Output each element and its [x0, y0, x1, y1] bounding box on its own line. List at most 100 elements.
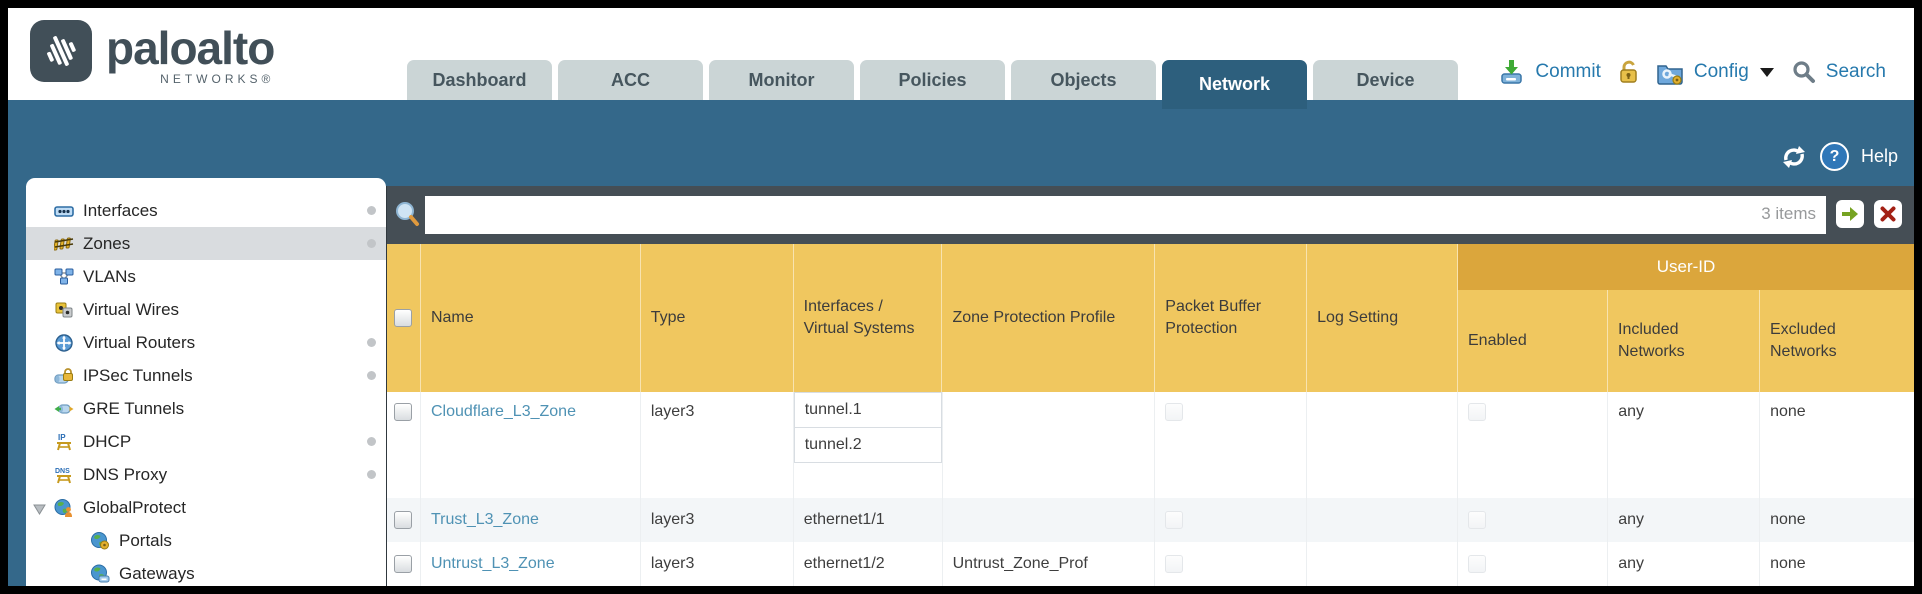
- column-header-zone-protection-profile[interactable]: Zone Protection Profile: [942, 244, 1156, 392]
- zone-interfaces-cell: ethernet1/1: [794, 498, 943, 542]
- clear-filter-button[interactable]: [1874, 200, 1902, 228]
- status-dot: [367, 371, 376, 380]
- items-count: 3 items: [1761, 204, 1816, 223]
- sidebar-item-label: GRE Tunnels: [83, 398, 185, 418]
- search-button[interactable]: Search: [1825, 61, 1886, 82]
- sidebar-item-label: GlobalProtect: [83, 497, 186, 517]
- soundwave-bars-icon: [47, 36, 76, 66]
- sidebar-item-interfaces[interactable]: Interfaces: [26, 194, 386, 227]
- user-id-enabled-cell: [1458, 542, 1609, 586]
- sidebar-item-ipsec-tunnels[interactable]: IPSec Tunnels: [26, 359, 386, 392]
- sidebar-item-dns-proxy[interactable]: DNS DNS Proxy: [26, 458, 386, 491]
- zone-interfaces-cell: ethernet1/2: [794, 542, 943, 586]
- page-frame: paloalto NETWORKS® Dashboard ACC Monitor…: [8, 8, 1914, 586]
- tab-policies[interactable]: Policies: [860, 60, 1005, 100]
- config-button[interactable]: Config: [1693, 61, 1749, 82]
- caret-down-icon[interactable]: [1759, 67, 1774, 77]
- column-header-name[interactable]: Name: [421, 244, 641, 392]
- portals-icon: [90, 531, 110, 551]
- user-id-enabled-cell: [1458, 392, 1609, 498]
- lock-icon[interactable]: [1616, 58, 1642, 86]
- packet-buffer-checkbox[interactable]: [1165, 511, 1184, 529]
- log-setting-cell: [1307, 498, 1459, 542]
- user-id-enabled-checkbox[interactable]: [1468, 555, 1487, 573]
- config-keys-icon[interactable]: [1655, 58, 1685, 86]
- sidebar-item-label: DNS Proxy: [83, 464, 168, 484]
- zone-name-link[interactable]: Untrust_L3_Zone: [430, 555, 555, 572]
- sidebar-item-portals[interactable]: Portals: [26, 524, 386, 557]
- column-header-packet-buffer-protection[interactable]: Packet Buffer Protection: [1155, 244, 1308, 392]
- header-toolbar: Commit Config Search: [1498, 58, 1886, 86]
- row-checkbox[interactable]: [394, 511, 413, 529]
- included-networks-cell: any: [1608, 542, 1761, 586]
- expander-open-icon[interactable]: [33, 501, 46, 521]
- sidebar-item-vlans[interactable]: VLANs: [26, 260, 386, 293]
- user-id-subcolumns: Enabled Included Networks Excluded Netwo…: [1458, 290, 1914, 392]
- column-header-enabled[interactable]: Enabled: [1458, 290, 1608, 392]
- tab-network[interactable]: Network: [1162, 60, 1307, 109]
- tab-device[interactable]: Device: [1313, 60, 1458, 100]
- virtual-wires-icon: [54, 300, 74, 320]
- logo-wordmark: paloalto NETWORKS®: [106, 20, 275, 86]
- select-all-cell: [387, 244, 421, 392]
- virtual-routers-icon: [54, 333, 74, 353]
- user-id-enabled-cell: [1458, 498, 1609, 542]
- sidebar-item-dhcp[interactable]: IP DHCP: [26, 425, 386, 458]
- packet-buffer-checkbox[interactable]: [1165, 403, 1184, 421]
- sidebar-item-gre-tunnels[interactable]: GRE Tunnels: [26, 392, 386, 425]
- column-header-log-setting[interactable]: Log Setting: [1307, 244, 1458, 392]
- status-dot: [367, 470, 376, 479]
- column-header-type[interactable]: Type: [641, 244, 794, 392]
- packet-buffer-protection-cell: [1155, 392, 1308, 498]
- tab-monitor[interactable]: Monitor: [709, 60, 854, 100]
- sidebar-item-zones[interactable]: Zones: [26, 227, 386, 260]
- log-setting-cell: [1307, 392, 1459, 498]
- packet-buffer-checkbox[interactable]: [1165, 555, 1184, 573]
- apply-filter-button[interactable]: [1836, 200, 1864, 228]
- refresh-icon[interactable]: [1780, 144, 1808, 170]
- interface-entry: tunnel.2: [793, 427, 942, 463]
- row-checkbox[interactable]: [394, 555, 413, 573]
- user-id-group: User-ID Enabled Included Networks Exclud…: [1458, 244, 1914, 392]
- user-id-enabled-checkbox[interactable]: [1468, 403, 1487, 421]
- sidebar-item-gateways[interactable]: Gateways: [26, 557, 386, 586]
- sidebar-item-virtual-routers[interactable]: Virtual Routers: [26, 326, 386, 359]
- zone-name-link[interactable]: Cloudflare_L3_Zone: [430, 403, 576, 420]
- select-all-checkbox[interactable]: [394, 309, 413, 327]
- search-icon[interactable]: [1791, 59, 1817, 85]
- packet-buffer-protection-cell: [1155, 498, 1308, 542]
- status-dot: [367, 437, 376, 446]
- column-header-interfaces[interactable]: Interfaces / Virtual Systems: [794, 244, 943, 392]
- commit-download-icon[interactable]: [1498, 58, 1526, 86]
- zone-name-link[interactable]: Trust_L3_Zone: [430, 511, 539, 528]
- zones-icon: [54, 234, 74, 254]
- filter-search-icon[interactable]: [393, 200, 423, 230]
- filter-input[interactable]: [425, 196, 1826, 234]
- help-link[interactable]: Help: [1860, 146, 1898, 166]
- sidebar-item-label: VLANs: [83, 266, 136, 286]
- column-header-excluded-networks[interactable]: Excluded Networks: [1770, 321, 1837, 360]
- zone-type-cell: layer3: [641, 542, 794, 586]
- commit-button[interactable]: Commit: [1535, 61, 1601, 82]
- vlans-icon: [54, 267, 74, 287]
- tab-acc[interactable]: ACC: [558, 60, 703, 100]
- sidebar-item-label: Portals: [119, 530, 172, 550]
- left-teal-strip: [8, 186, 26, 586]
- row-select-cell: [387, 542, 421, 586]
- dhcp-icon: IP: [54, 432, 74, 452]
- row-checkbox[interactable]: [394, 403, 413, 421]
- zone-type-cell: layer3: [641, 392, 794, 498]
- globalprotect-icon: [54, 498, 74, 518]
- user-id-enabled-checkbox[interactable]: [1468, 511, 1487, 529]
- sidebar-item-virtual-wires[interactable]: Virtual Wires: [26, 293, 386, 326]
- top-header: paloalto NETWORKS® Dashboard ACC Monitor…: [8, 8, 1914, 109]
- help-icon[interactable]: ?: [1819, 142, 1849, 171]
- tab-objects[interactable]: Objects: [1011, 60, 1156, 100]
- status-dot: [367, 338, 376, 347]
- sidebar-item-label: Gateways: [119, 563, 195, 583]
- table-row: Untrust_L3_Zone layer3 ethernet1/2 Untru…: [387, 542, 1914, 586]
- sidebar-item-globalprotect[interactable]: GlobalProtect: [26, 491, 386, 524]
- tab-dashboard[interactable]: Dashboard: [407, 60, 552, 100]
- column-header-included-networks[interactable]: Included Networks: [1608, 290, 1760, 392]
